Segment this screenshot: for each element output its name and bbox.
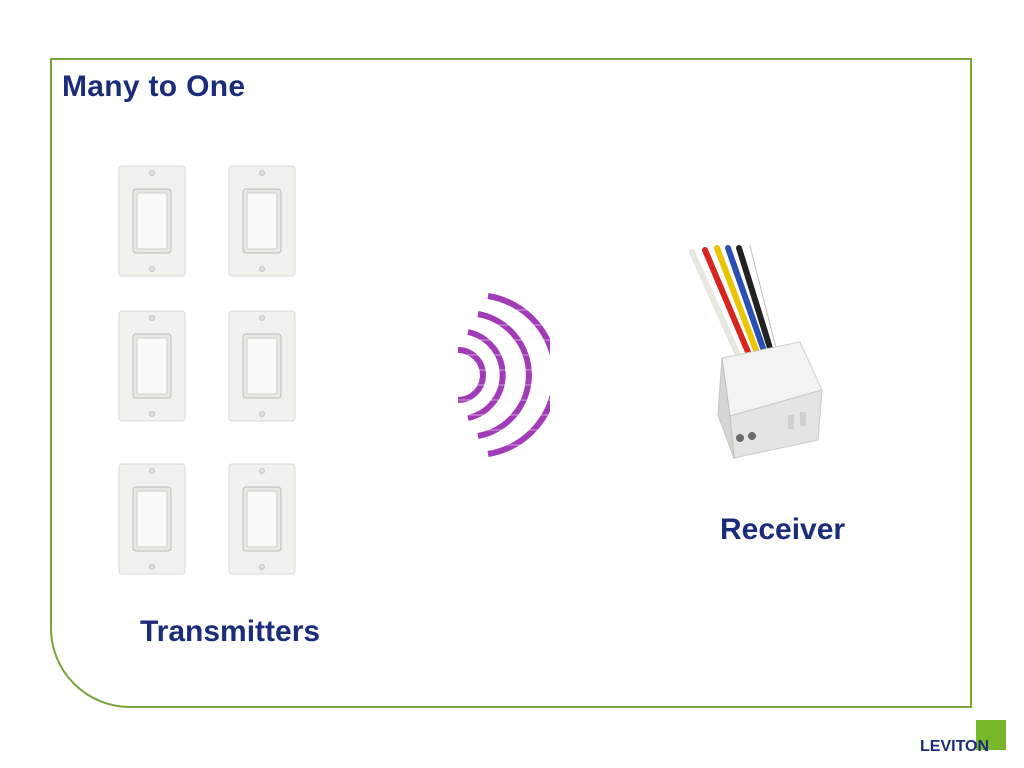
rocker-switch-icon	[118, 463, 186, 575]
transmitters-label: Transmitters	[140, 615, 321, 648]
receiver-label: Receiver	[720, 513, 846, 546]
svg-text:LEVITON: LEVITON	[920, 738, 989, 755]
rocker-switch-icon	[228, 165, 296, 277]
rocker-switch-icon	[118, 310, 186, 422]
wireless-signal-icon	[440, 293, 550, 457]
slide-frame	[50, 58, 972, 708]
rocker-switch-icon	[118, 165, 186, 277]
leviton-logo: LEVITON	[920, 720, 1006, 755]
rocker-switch-icon	[228, 463, 296, 575]
slide-title: Many to One	[62, 70, 246, 103]
rocker-switch-icon	[228, 310, 296, 422]
receiver-module-icon	[689, 243, 823, 459]
